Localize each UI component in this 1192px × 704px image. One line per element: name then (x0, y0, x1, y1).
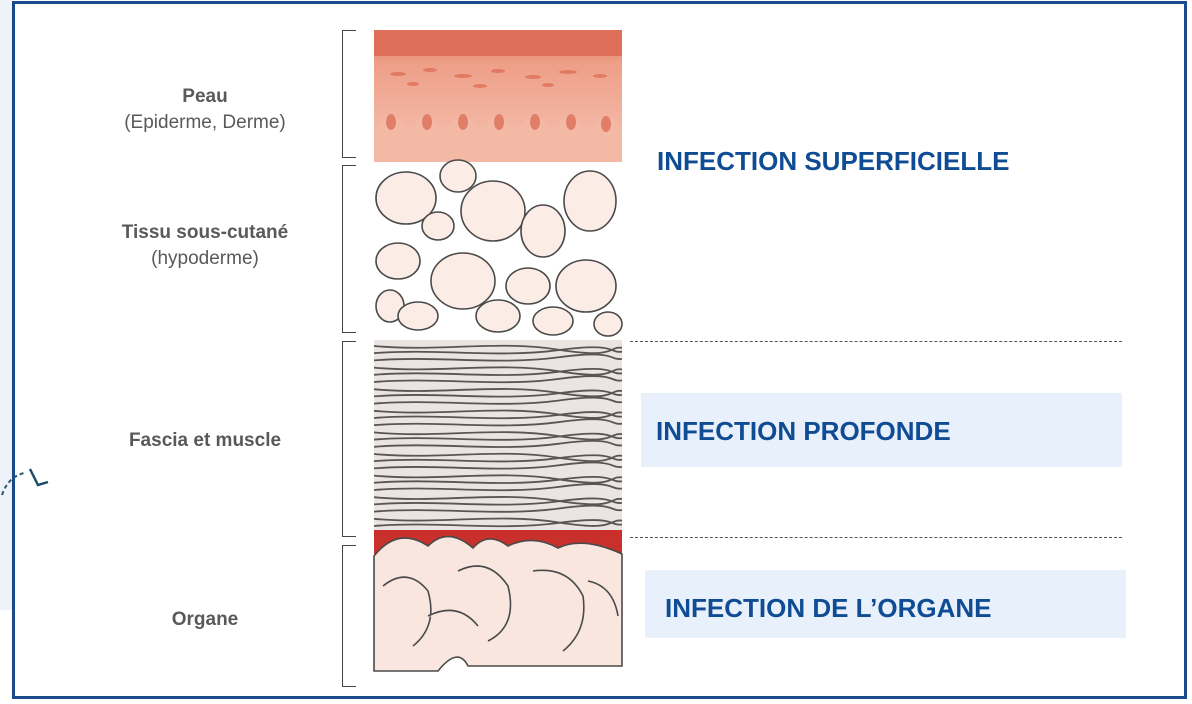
layer-label-subcutaneous: Tissu sous-cutané (hypoderme) (65, 220, 345, 272)
organ-tissue (374, 536, 622, 671)
layer-title-fascia: Fascia et muscle (70, 428, 340, 454)
layer-label-skin: Peau (Epiderme, Derme) (70, 84, 340, 136)
bracket-organ (342, 545, 356, 687)
layer-title-organ: Organe (70, 607, 340, 633)
infection-organ-label: INFECTION DE L’ORGANE (665, 593, 991, 624)
bracket-subcutaneous (342, 165, 356, 333)
layer-title-subcutaneous: Tissu sous-cutané (65, 220, 345, 246)
layer-title-skin: Peau (70, 84, 340, 110)
layer-label-fascia: Fascia et muscle (70, 428, 340, 454)
separator-deep-organ (630, 537, 1122, 538)
layer-subtitle-subcutaneous: (hypoderme) (65, 246, 345, 272)
decorative-arrow-icon (0, 455, 60, 500)
infection-superficial-label: INFECTION SUPERFICIELLE (657, 146, 1009, 177)
layer-subtitle-skin: (Epiderme, Derme) (70, 110, 340, 136)
bracket-fascia (342, 341, 356, 537)
separator-superficial-deep (630, 341, 1122, 342)
bracket-skin (342, 30, 356, 158)
tissue-illustration (368, 26, 628, 686)
layer-label-organ: Organe (70, 607, 340, 633)
infection-deep-label: INFECTION PROFONDE (656, 416, 951, 447)
